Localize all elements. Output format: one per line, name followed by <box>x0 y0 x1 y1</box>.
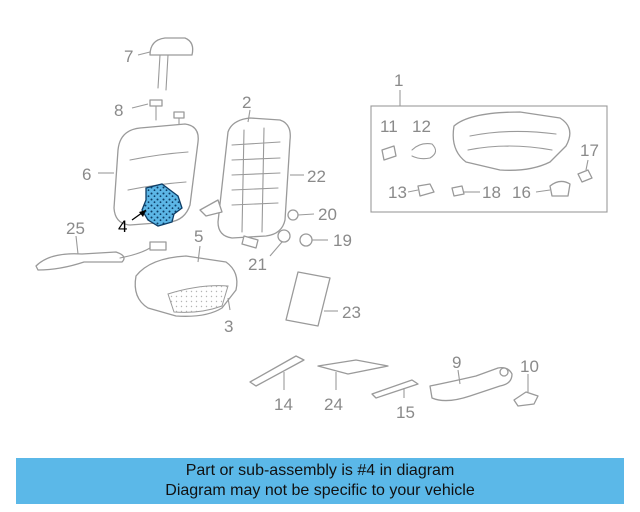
highlighted-part-4 <box>141 183 183 227</box>
info-banner: Part or sub-assembly is #4 in diagram Di… <box>16 458 624 504</box>
side-shield <box>429 366 513 402</box>
callout-3: 3 <box>224 317 233 336</box>
callout-17: 17 <box>580 141 599 160</box>
wire-harness <box>35 241 167 271</box>
callout-9: 9 <box>452 353 461 372</box>
small-fasteners <box>277 209 313 247</box>
callout-23: 23 <box>342 303 361 322</box>
headrest <box>149 37 194 91</box>
callout-15: 15 <box>396 403 415 422</box>
callout-6: 6 <box>82 165 91 184</box>
callout-16: 16 <box>512 183 531 202</box>
callout-14: 14 <box>274 395 293 414</box>
panel <box>317 359 389 375</box>
callout-12: 12 <box>412 117 431 136</box>
callout-25: 25 <box>66 219 85 238</box>
bolts <box>149 99 185 129</box>
callout-1: 1 <box>394 71 403 90</box>
callout-8: 8 <box>114 101 123 120</box>
trim-strip <box>249 355 305 387</box>
callout-13: 13 <box>388 183 407 202</box>
seat-track-assembly-box <box>370 90 608 213</box>
callout-5: 5 <box>194 227 203 246</box>
callout-21: 21 <box>248 255 267 274</box>
banner-line-2: Diagram may not be specific to your vehi… <box>165 482 475 499</box>
callout-20: 20 <box>318 205 337 224</box>
cover-cap <box>513 391 539 407</box>
callout-18: 18 <box>482 183 501 202</box>
seat-cushion <box>134 255 238 317</box>
callout-4: 4 <box>118 217 127 236</box>
callout-19: 19 <box>333 231 352 250</box>
callout-11: 11 <box>380 117 398 136</box>
seatback-frame <box>199 117 291 249</box>
callout-7: 7 <box>124 47 133 66</box>
callout-2: 2 <box>242 93 251 112</box>
trim-rail <box>371 379 419 399</box>
callout-10: 10 <box>520 357 539 376</box>
banner-line-1: Part or sub-assembly is #4 in diagram <box>185 462 455 479</box>
callout-22: 22 <box>307 167 326 186</box>
callout-24: 24 <box>324 395 343 414</box>
seat-pad <box>285 271 331 327</box>
